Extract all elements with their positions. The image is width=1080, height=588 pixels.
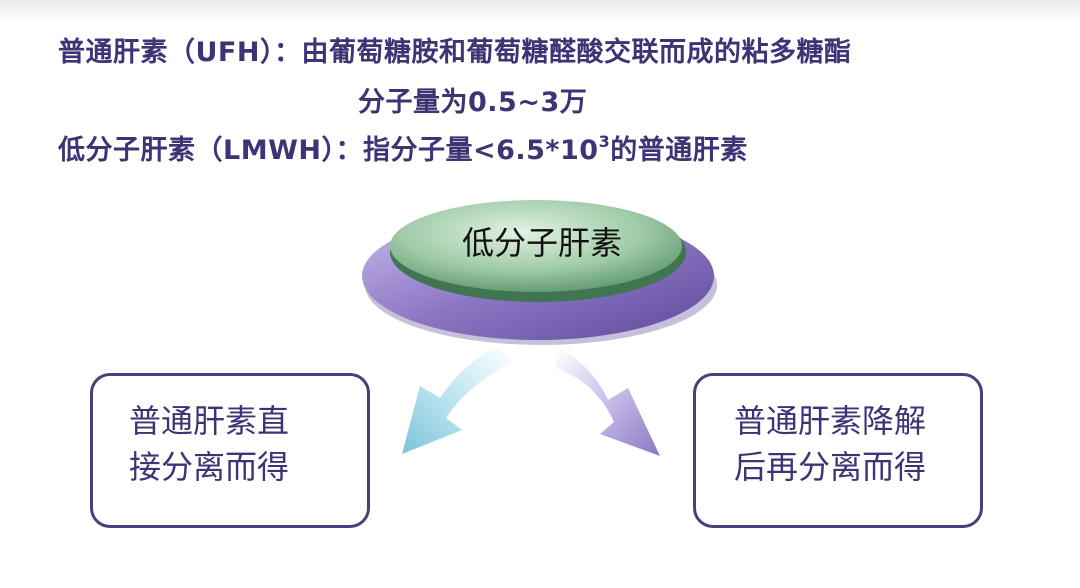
- ufh-text: 由葡萄糖胺和葡萄糖醛酸交联而成的粘多糖酯: [301, 37, 852, 68]
- arrow-left: [402, 348, 515, 454]
- ufh-term: 普通肝素（UFH）：: [58, 37, 302, 68]
- left-box-line2: 接分离而得: [129, 448, 290, 486]
- center-label: 低分子肝素: [461, 224, 622, 262]
- right-box-line2: 后再分离而得: [734, 448, 927, 486]
- ufh-text-2: 分子量为0.5~3万: [358, 87, 588, 118]
- green-disc: [390, 200, 682, 292]
- lmwh-text-post: 的普通肝素: [610, 135, 748, 166]
- top-band: [0, 0, 1080, 22]
- lmwh-exponent: 3: [598, 132, 611, 151]
- left-box: 普通肝素直 接分离而得: [90, 373, 370, 528]
- lmwh-definition: 低分子肝素（LMWH）：指分子量<6.5*103的普通肝素: [58, 128, 748, 167]
- ufh-definition: 普通肝素（UFH）：由葡萄糖胺和葡萄糖醛酸交联而成的粘多糖酯: [58, 30, 851, 69]
- right-box: 普通肝素降解 后再分离而得: [693, 373, 983, 528]
- lmwh-text-pre: 指分子量<6.5*10: [362, 135, 599, 166]
- lmwh-term: 低分子肝素（LMWH）：: [58, 135, 363, 166]
- arrow-right: [556, 348, 660, 456]
- right-box-text: 普通肝素降解 后再分离而得: [734, 398, 926, 490]
- left-box-text: 普通肝素直 接分离而得: [129, 398, 289, 490]
- left-box-line1: 普通肝素直: [129, 402, 290, 440]
- right-box-line1: 普通肝素降解: [734, 402, 927, 440]
- ufh-definition-cont: 分子量为0.5~3万: [358, 80, 587, 119]
